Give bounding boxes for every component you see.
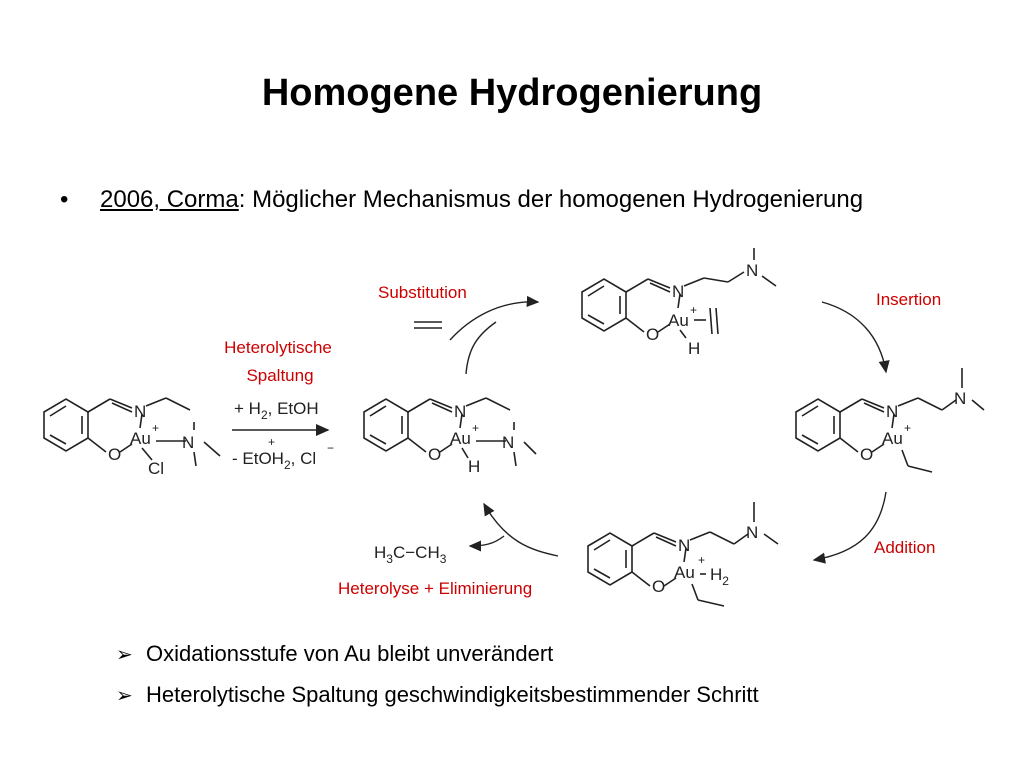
atom-N: N	[672, 282, 684, 301]
charge-plus: +	[904, 421, 911, 435]
atom-N: N	[746, 261, 758, 280]
charge-plus: +	[690, 303, 697, 317]
atom-N: N	[678, 536, 690, 555]
atom-O: O	[108, 445, 121, 464]
reagent-below: - EtOH2, Cl	[232, 449, 316, 472]
atom-Au: Au	[130, 429, 151, 448]
reagent-above: + H2, EtOH	[234, 399, 319, 422]
bullet-text: : Möglicher Mechanismus der homogenen Hy…	[238, 186, 864, 213]
conclusion-text: Heterolytische Spaltung geschwindigkeits…	[146, 682, 759, 707]
arrow-bullet-icon: ➢	[116, 644, 133, 666]
atom-H2: H2	[710, 565, 729, 588]
atom-Au: Au	[882, 429, 903, 448]
atom-O: O	[646, 325, 659, 344]
atom-N: N	[886, 402, 898, 421]
arrow-substitution-tail	[465, 321, 497, 375]
complex-alkene: N N O Au + H	[581, 248, 777, 358]
atom-N: N	[454, 402, 466, 421]
charge-plus: +	[268, 435, 275, 449]
arrow-bullet-icon: ➢	[116, 685, 133, 707]
bullet-marker: •	[60, 186, 69, 213]
label-addition: Addition	[874, 538, 935, 557]
complex-dihydrogen: N N O Au + H2	[587, 502, 779, 607]
atom-O: O	[652, 577, 665, 596]
arrow-elimination	[483, 502, 559, 557]
label-elimination: Heterolyse + Eliminierung	[338, 579, 532, 598]
label-insertion: Insertion	[876, 290, 941, 309]
atom-Au: Au	[674, 563, 695, 582]
arrow-ethane-release	[468, 535, 505, 552]
product-ethane: H3C−CH3	[374, 543, 447, 566]
charge-plus: +	[698, 553, 705, 567]
atom-N: N	[134, 402, 146, 421]
atom-N: N	[954, 389, 966, 408]
label-substitution: Substitution	[378, 283, 467, 302]
conclusion-item-oxidation: ➢ Oxidationsstufe von Au bleibt unverände…	[116, 634, 759, 675]
main-bullet: • 2006, Corma: Möglicher Mechanismus der …	[60, 186, 863, 214]
charge-plus: +	[472, 421, 479, 435]
charge-minus: −	[327, 441, 334, 455]
atom-Cl: Cl	[148, 459, 164, 478]
conclusion-list: ➢ Oxidationsstufe von Au bleibt unverände…	[116, 634, 759, 716]
atom-N: N	[502, 433, 514, 452]
bullet-reference: 2006, Corma	[100, 186, 239, 213]
atom-H: H	[688, 339, 700, 358]
atom-H: H	[468, 457, 480, 476]
atom-O: O	[428, 445, 441, 464]
atom-O: O	[860, 445, 873, 464]
ethylene-icon	[414, 321, 442, 329]
conclusion-item-rate: ➢ Heterolytische Spaltung geschwindigkeit…	[116, 675, 759, 716]
label-heterolytic-1: Heterolytische	[224, 338, 332, 357]
atom-Au: Au	[450, 429, 471, 448]
slide-title: Homogene Hydrogenierung	[261, 72, 763, 114]
complex-ethyl: N N O Au +	[795, 368, 985, 473]
charge-plus: +	[152, 421, 159, 435]
atom-N: N	[182, 433, 194, 452]
reagent-arrow: + H2, EtOH + - EtOH2, Cl −	[232, 399, 334, 472]
complex-start: N N O Au + Cl	[43, 397, 221, 478]
conclusion-text: Oxidationsstufe von Au bleibt unveränder…	[146, 641, 554, 666]
arrow-insertion	[821, 301, 890, 374]
arrow-addition	[812, 491, 887, 564]
label-heterolytic-2: Spaltung	[246, 366, 313, 385]
complex-hydride: N N O Au + H	[363, 397, 537, 476]
arrow-substitution	[449, 295, 540, 341]
atom-N: N	[746, 523, 758, 542]
atom-Au: Au	[668, 311, 689, 330]
